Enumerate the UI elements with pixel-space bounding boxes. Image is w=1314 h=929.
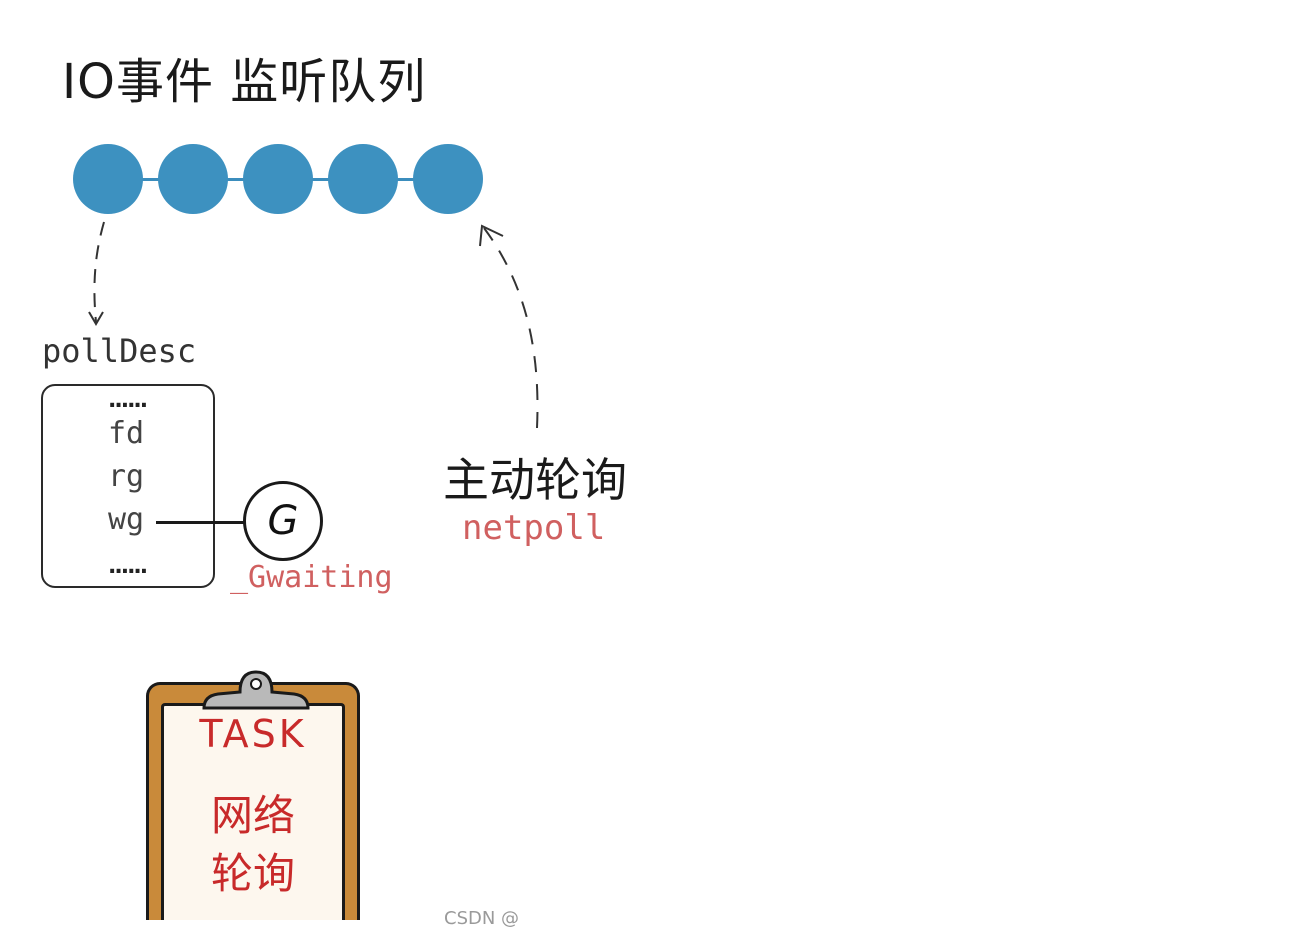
down-arrow-line — [93, 221, 105, 323]
watermark: CSDN @ — [444, 908, 520, 929]
queue-node — [158, 144, 228, 214]
queue-node — [243, 144, 313, 214]
goroutine-letter: G — [267, 498, 299, 544]
field-fd: fd — [108, 416, 145, 451]
queue-node — [413, 144, 483, 214]
down-arrow-head — [88, 311, 104, 326]
diagram-title: IO事件 监听队列 — [62, 54, 427, 110]
queue-node — [328, 144, 398, 214]
polldesc-label: pollDesc — [42, 332, 197, 370]
field-wg: wg — [108, 502, 145, 537]
clipboard-clip-icon — [202, 670, 310, 710]
task-line-1: 网络 — [210, 791, 295, 840]
polling-subtitle: netpoll — [462, 508, 606, 548]
goroutine-status: _Gwaiting — [230, 560, 393, 595]
polldesc-box — [41, 384, 215, 588]
up-arrow-line — [483, 227, 539, 429]
up-arrow-head — [479, 224, 504, 247]
field-rg: rg — [108, 459, 145, 494]
clipboard-paper — [161, 703, 345, 920]
task-line-2: 轮询 — [210, 849, 295, 898]
polldesc-dots-bottom: ...... — [108, 554, 148, 579]
wg-link-line — [156, 521, 246, 524]
queue-node — [73, 144, 143, 214]
polling-title: 主动轮询 — [443, 453, 627, 507]
polldesc-dots-top: ...... — [108, 388, 148, 413]
goroutine-circle: G — [243, 481, 323, 561]
task-title: TASK — [199, 712, 307, 756]
